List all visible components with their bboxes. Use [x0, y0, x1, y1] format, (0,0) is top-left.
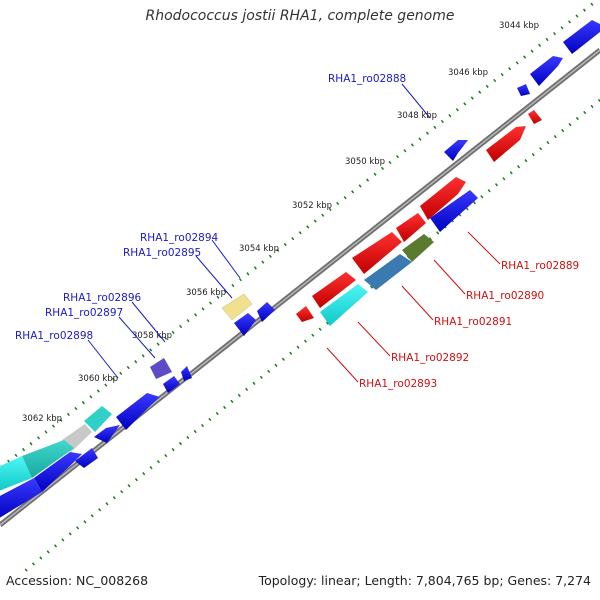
gene-label[interactable]: RHA1_ro02891 [434, 316, 512, 328]
gene-arrow[interactable] [352, 232, 402, 274]
genome-summary-text: Topology: linear; Length: 7,804,765 bp; … [258, 573, 591, 588]
gene-label[interactable]: RHA1_ro02895 [123, 247, 201, 259]
gene-arrow[interactable] [94, 425, 120, 443]
forward-label-group: RHA1_ro02888 RHA1_ro02894 RHA1_ro02895 R… [15, 73, 406, 342]
gene-arrow[interactable] [84, 406, 112, 432]
gene-arrow[interactable] [528, 110, 542, 124]
gene-label[interactable]: RHA1_ro02897 [45, 307, 123, 319]
gene-label[interactable]: RHA1_ro02898 [15, 330, 93, 342]
ruler-label: 3060 kbp [78, 374, 118, 384]
ruler-label: 3062 kbp [22, 414, 62, 424]
gene-arrow[interactable] [116, 393, 160, 430]
forward-genes [0, 20, 600, 520]
ruler-label: 3056 kbp [186, 288, 226, 298]
gene-arrow[interactable] [430, 190, 478, 232]
gene-label[interactable]: RHA1_ro02893 [359, 378, 437, 390]
ruler-label: 3044 kbp [499, 21, 539, 31]
gene-label[interactable]: RHA1_ro02896 [63, 292, 142, 304]
gene-arrow[interactable] [22, 440, 74, 478]
reverse-genes [296, 110, 542, 326]
gene-arrow[interactable] [364, 254, 412, 290]
gene-label[interactable]: RHA1_ro02892 [391, 352, 469, 364]
gene-arrow[interactable] [221, 293, 253, 321]
gene-label[interactable]: RHA1_ro02888 [328, 73, 406, 85]
gene-arrow[interactable] [420, 177, 466, 220]
gene-arrow[interactable] [0, 456, 32, 492]
forward-leaders [87, 83, 431, 379]
ruler-lower [19, 98, 600, 577]
ruler-label: 3048 kbp [397, 111, 437, 121]
gene-arrow[interactable] [34, 452, 82, 492]
gene-arrow[interactable] [150, 358, 172, 379]
gene-arrow[interactable] [181, 366, 192, 381]
gene-arrow[interactable] [530, 56, 563, 86]
gene-arrow[interactable] [402, 234, 434, 262]
reverse-leaders [326, 231, 501, 383]
gene-arrow[interactable] [296, 306, 314, 322]
ruler-upper [0, 0, 600, 470]
gene-arrow[interactable] [0, 478, 42, 520]
gene-arrow[interactable] [486, 126, 526, 162]
ruler-label: 3052 kbp [292, 201, 332, 211]
gene-arrow[interactable] [320, 284, 368, 326]
gene-arrow[interactable] [163, 376, 180, 393]
gene-label[interactable]: RHA1_ro02889 [501, 260, 579, 272]
gene-arrow[interactable] [444, 140, 468, 161]
gene-arrow[interactable] [517, 84, 530, 96]
reverse-label-group: RHA1_ro02889 RHA1_ro02890 RHA1_ro02891 R… [359, 260, 579, 390]
gene-arrow[interactable] [312, 272, 356, 308]
gene-label[interactable]: RHA1_ro02890 [466, 290, 544, 302]
map-title: Rhodococcus jostii RHA1, complete genome [145, 8, 455, 24]
accession-text: Accession: NC_008268 [6, 573, 149, 588]
gene-arrow[interactable] [75, 448, 98, 468]
gene-arrow[interactable] [563, 20, 600, 54]
gene-arrow[interactable] [234, 313, 256, 336]
ruler-label: 3054 kbp [239, 244, 279, 254]
ruler-label: 3050 kbp [345, 157, 385, 167]
ruler-label: 3058 kbp [132, 331, 172, 341]
ruler-labels: 3044 kbp 3046 kbp 3048 kbp 3050 kbp 3052… [22, 21, 539, 424]
gene-arrow[interactable] [396, 213, 426, 242]
ruler-label: 3046 kbp [448, 68, 488, 78]
gene-label[interactable]: RHA1_ro02894 [140, 232, 219, 244]
gene-arrow[interactable] [257, 302, 275, 322]
